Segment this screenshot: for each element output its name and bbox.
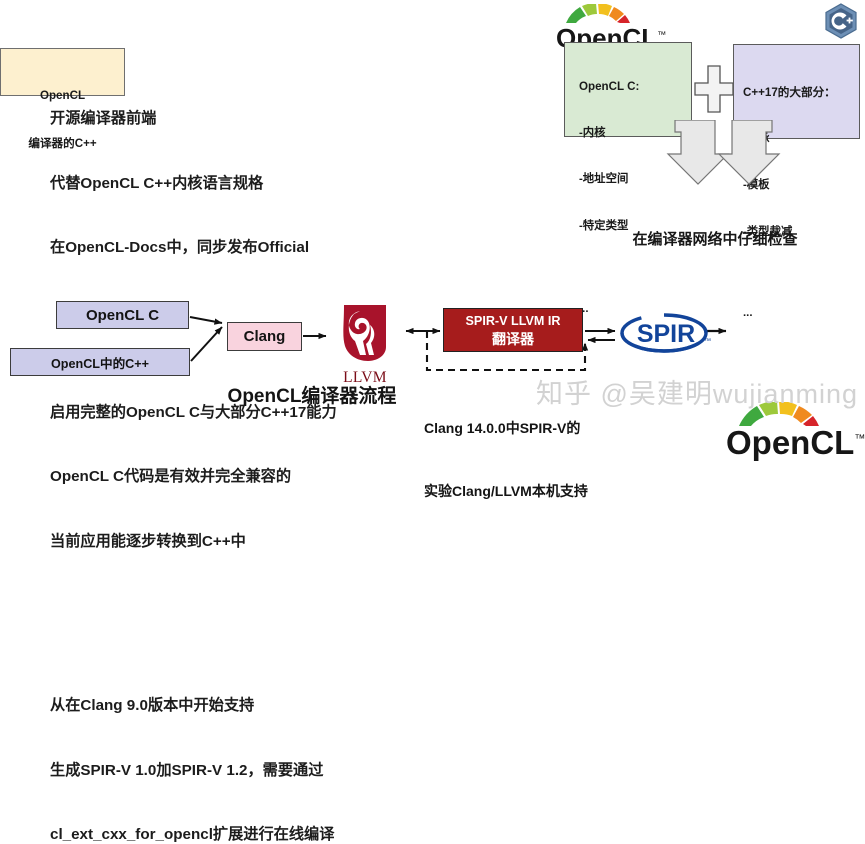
spirv-box-line-2: 翻译器	[492, 331, 534, 347]
description-text-block: 开源编译器前端 代替OpenCL C++内核语言规格 在OpenCL-Docs中…	[50, 22, 440, 844]
text-line: 代替OpenCL C++内核语言规格	[50, 174, 264, 192]
merge-arrows-icon	[620, 119, 830, 190]
text-line: 启用完整的OpenCL C与大部分C++17能力	[50, 403, 337, 421]
result-line-1: OpenCL	[39, 89, 86, 102]
box-line: -类型裁减	[743, 225, 793, 238]
spir-logo-text: SPIR	[637, 320, 695, 348]
trademark-icon: ™	[657, 29, 667, 40]
llvm-logo: LLVM	[330, 303, 400, 386]
opencl-logo-bottom: OpenCL™	[726, 401, 865, 461]
llvm-label: LLVM	[343, 369, 387, 386]
text-line: 开源编译器前端	[50, 110, 157, 127]
opencl-logo-cl: CL	[810, 424, 855, 461]
box-opencl-c[interactable]: OpenCL C	[56, 301, 189, 329]
box-header: C++17的大部分：	[743, 86, 836, 99]
opencl-arc-icon	[566, 2, 630, 23]
box-spacer	[579, 265, 691, 271]
spirv-box-line-1: SPIR-V LLVM IR	[465, 314, 561, 328]
opencl-logo-open: Open	[726, 424, 811, 461]
trademark-icon: ™	[854, 433, 865, 445]
flow-connectors	[189, 316, 727, 372]
box-header: OpenCL C:	[579, 80, 640, 93]
caption-line-2: 实验Clang/LLVM本机支持	[424, 483, 588, 499]
box-cpp-in-opencl[interactable]: OpenCL中的C++	[10, 348, 190, 376]
spir-logo: SPIR ™	[619, 312, 712, 354]
text-line: 当前应用能逐步转换到C++中	[50, 532, 246, 550]
box-spacer	[743, 271, 859, 275]
text-line: OpenCL C代码是有效并完全兼容的	[50, 468, 292, 485]
box-spirv-llvm-ir-translator[interactable]: SPIR-V LLVM IR 翻译器	[443, 308, 583, 352]
llvm-dragon-icon	[343, 305, 386, 361]
text-line: cl_ext_cxx_for_opencl扩展进行在线编译	[50, 826, 335, 843]
box-line: -地址空间	[579, 173, 629, 185]
opencl-arc-icon	[739, 401, 819, 426]
box-clang[interactable]: Clang	[227, 322, 302, 351]
box-line: -特定类型	[579, 219, 629, 232]
text-line: 从在Clang 9.0版本中开始支持	[50, 697, 255, 714]
box-line: -内核	[579, 126, 606, 139]
box-line-ellipsis: ...	[579, 303, 589, 315]
plus-sign-icon	[694, 64, 734, 114]
caption-line-1: Clang 14.0.0中SPIR-V的	[424, 420, 581, 436]
spir-trademark-icon: ™	[704, 338, 711, 345]
cpp-logo-icon	[822, 2, 860, 40]
opencl-c-feature-box: OpenCL C: -内核 -地址空间 -特定类型 ...	[564, 42, 692, 315]
flow-caption: OpenCL编译器流程	[227, 386, 397, 407]
paragraph-3: 从在Clang 9.0版本中开始支持 生成SPIR-V 1.0加SPIR-V 1…	[50, 652, 440, 844]
box-line-ellipsis: ...	[743, 307, 753, 319]
top-diagram-caption: 在编译器网络中仔细检查	[632, 231, 798, 248]
text-line: 生成SPIR-V 1.0加SPIR-V 1.2，需要通过	[50, 761, 324, 779]
text-line: 在OpenCL-Docs中，同步发布Official	[50, 239, 310, 256]
clang-version-caption: Clang 14.0.0中SPIR-V的 实验Clang/LLVM本机支持	[424, 376, 659, 523]
paragraph-1: 开源编译器前端 代替OpenCL C++内核语言规格 在OpenCL-Docs中…	[50, 65, 440, 302]
